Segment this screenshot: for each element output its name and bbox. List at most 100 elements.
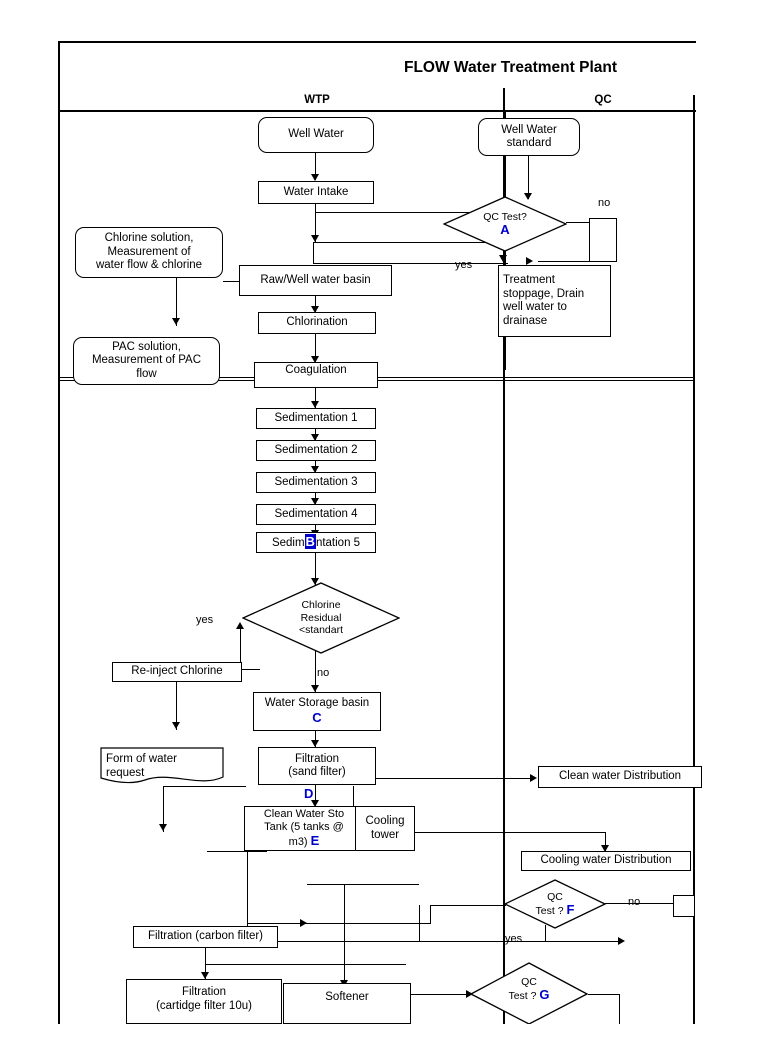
edge-qcf-yes-v xyxy=(430,905,432,923)
node-qc-test-a[interactable]: QC Test? A xyxy=(443,196,567,252)
edge-carbon-up xyxy=(419,905,421,941)
arrowhead xyxy=(236,622,244,629)
edge-basin-to-chlorination xyxy=(315,296,317,312)
arrowhead xyxy=(601,845,609,852)
lane-label-wtp: WTP xyxy=(304,94,330,106)
edge-qcg-right xyxy=(588,994,620,996)
node-sedimentation-2[interactable]: Sedimentation 2 xyxy=(256,440,376,461)
edge-cooling-tower-down xyxy=(605,832,607,852)
edge-qcf-no xyxy=(605,903,675,905)
arrowhead xyxy=(524,193,532,200)
node-label: Raw/Well water basin xyxy=(260,273,371,286)
lane-label-qc: QC xyxy=(594,94,612,106)
node-clean-water-distribution[interactable]: Clean water Distribution xyxy=(538,766,702,788)
edge-storage-to-filtration xyxy=(315,731,317,747)
frame-top-border xyxy=(58,41,696,44)
edge-label-filtration-d: D xyxy=(304,786,314,801)
edge-reinject-down xyxy=(176,682,178,730)
marker-c: C xyxy=(312,709,322,725)
node-filtration-cartridge[interactable]: Filtration(cartidge filter 10u) xyxy=(126,979,282,1024)
node-stub-no-a xyxy=(589,218,617,262)
node-chlorination[interactable]: Chlorination xyxy=(258,312,376,334)
edge-qcf-yes-h xyxy=(430,905,506,907)
qc-spine-lower xyxy=(503,310,506,370)
edge-tank-to-carbonfilter-row xyxy=(247,923,307,925)
header-separator xyxy=(58,110,696,113)
document-shape xyxy=(100,747,224,784)
arrowhead xyxy=(618,937,625,945)
arrowhead xyxy=(499,255,507,262)
edge-qcf-left-in xyxy=(307,923,431,925)
node-label: SedimBntation 5 xyxy=(271,533,361,549)
edge-standard-to-qctest-a xyxy=(528,155,530,199)
node-label: Sedimentation 2 xyxy=(274,443,358,456)
edge-wellwater-to-intake xyxy=(315,152,317,180)
arrowhead xyxy=(311,578,319,585)
node-well-water[interactable]: Well Water xyxy=(258,117,374,153)
node-label: Clean water Distribution xyxy=(558,770,682,783)
selection-marker-b: B xyxy=(304,533,316,549)
edge-filtration-to-tank xyxy=(315,785,317,807)
edge-chlorination-to-coagulation xyxy=(315,334,317,362)
edge-tank-bottom-left xyxy=(207,851,267,853)
node-filtration-carbon[interactable]: Filtration (carbon filter) xyxy=(133,926,278,948)
node-sedimentation-4[interactable]: Sedimentation 4 xyxy=(256,504,376,525)
node-sedimentation-5[interactable]: SedimBntation 5 xyxy=(256,532,376,553)
edge-qca-yes-top xyxy=(313,242,508,244)
edge-intake-to-qc xyxy=(315,212,520,214)
node-label: Coagulation xyxy=(285,364,347,377)
edge-softener-to-qcg xyxy=(410,994,473,996)
node-reinject-chlorine[interactable]: Re-inject Chlorine xyxy=(112,662,242,682)
node-label: Sedimentation 3 xyxy=(274,475,358,488)
node-label: Chlorination xyxy=(286,316,348,329)
arrowhead xyxy=(311,306,319,313)
node-label: Water Storage basin C xyxy=(264,697,370,725)
node-coagulation[interactable]: Coagulation xyxy=(254,362,378,388)
edge-qca-yes-bottom xyxy=(313,263,508,265)
node-softener[interactable]: Softener xyxy=(283,983,411,1024)
node-water-storage-basin[interactable]: Water Storage basin C xyxy=(253,692,381,731)
node-water-intake[interactable]: Water Intake xyxy=(258,181,374,204)
arrowhead xyxy=(311,401,319,408)
arrowhead xyxy=(311,800,319,807)
diamond-shape xyxy=(504,879,606,929)
node-label: Filtration (carbon filter) xyxy=(147,930,264,943)
arrowhead xyxy=(526,257,533,265)
page-title: FLOW Water Treatment Plant xyxy=(404,59,618,76)
edge-qca-yes-down xyxy=(313,242,315,264)
node-sedimentation-3[interactable]: Sedimentation 3 xyxy=(256,472,376,493)
node-raw-well-water-basin[interactable]: Raw/Well water basin xyxy=(239,265,392,296)
edge-residual-yes-h xyxy=(240,669,260,671)
node-cooling-water-distribution[interactable]: Cooling water Distribution xyxy=(521,851,691,871)
arrowhead xyxy=(311,235,319,242)
node-label: Cooling water Distribution xyxy=(540,854,672,867)
arrowhead xyxy=(466,990,473,998)
edge-qcf-yes-out xyxy=(504,941,622,943)
node-label: Re-inject Chlorine xyxy=(131,665,223,678)
arrowhead xyxy=(172,318,180,325)
node-label: Sedimentation 1 xyxy=(274,411,358,424)
edge-tank-mid-h xyxy=(307,884,419,886)
arrowhead xyxy=(201,972,209,979)
node-filtration-sand[interactable]: Filtration(sand filter) xyxy=(258,747,376,785)
arrowhead xyxy=(311,174,319,181)
edge-label-qc-a-no: no xyxy=(598,197,611,209)
node-sedimentation-1[interactable]: Sedimentation 1 xyxy=(256,408,376,429)
